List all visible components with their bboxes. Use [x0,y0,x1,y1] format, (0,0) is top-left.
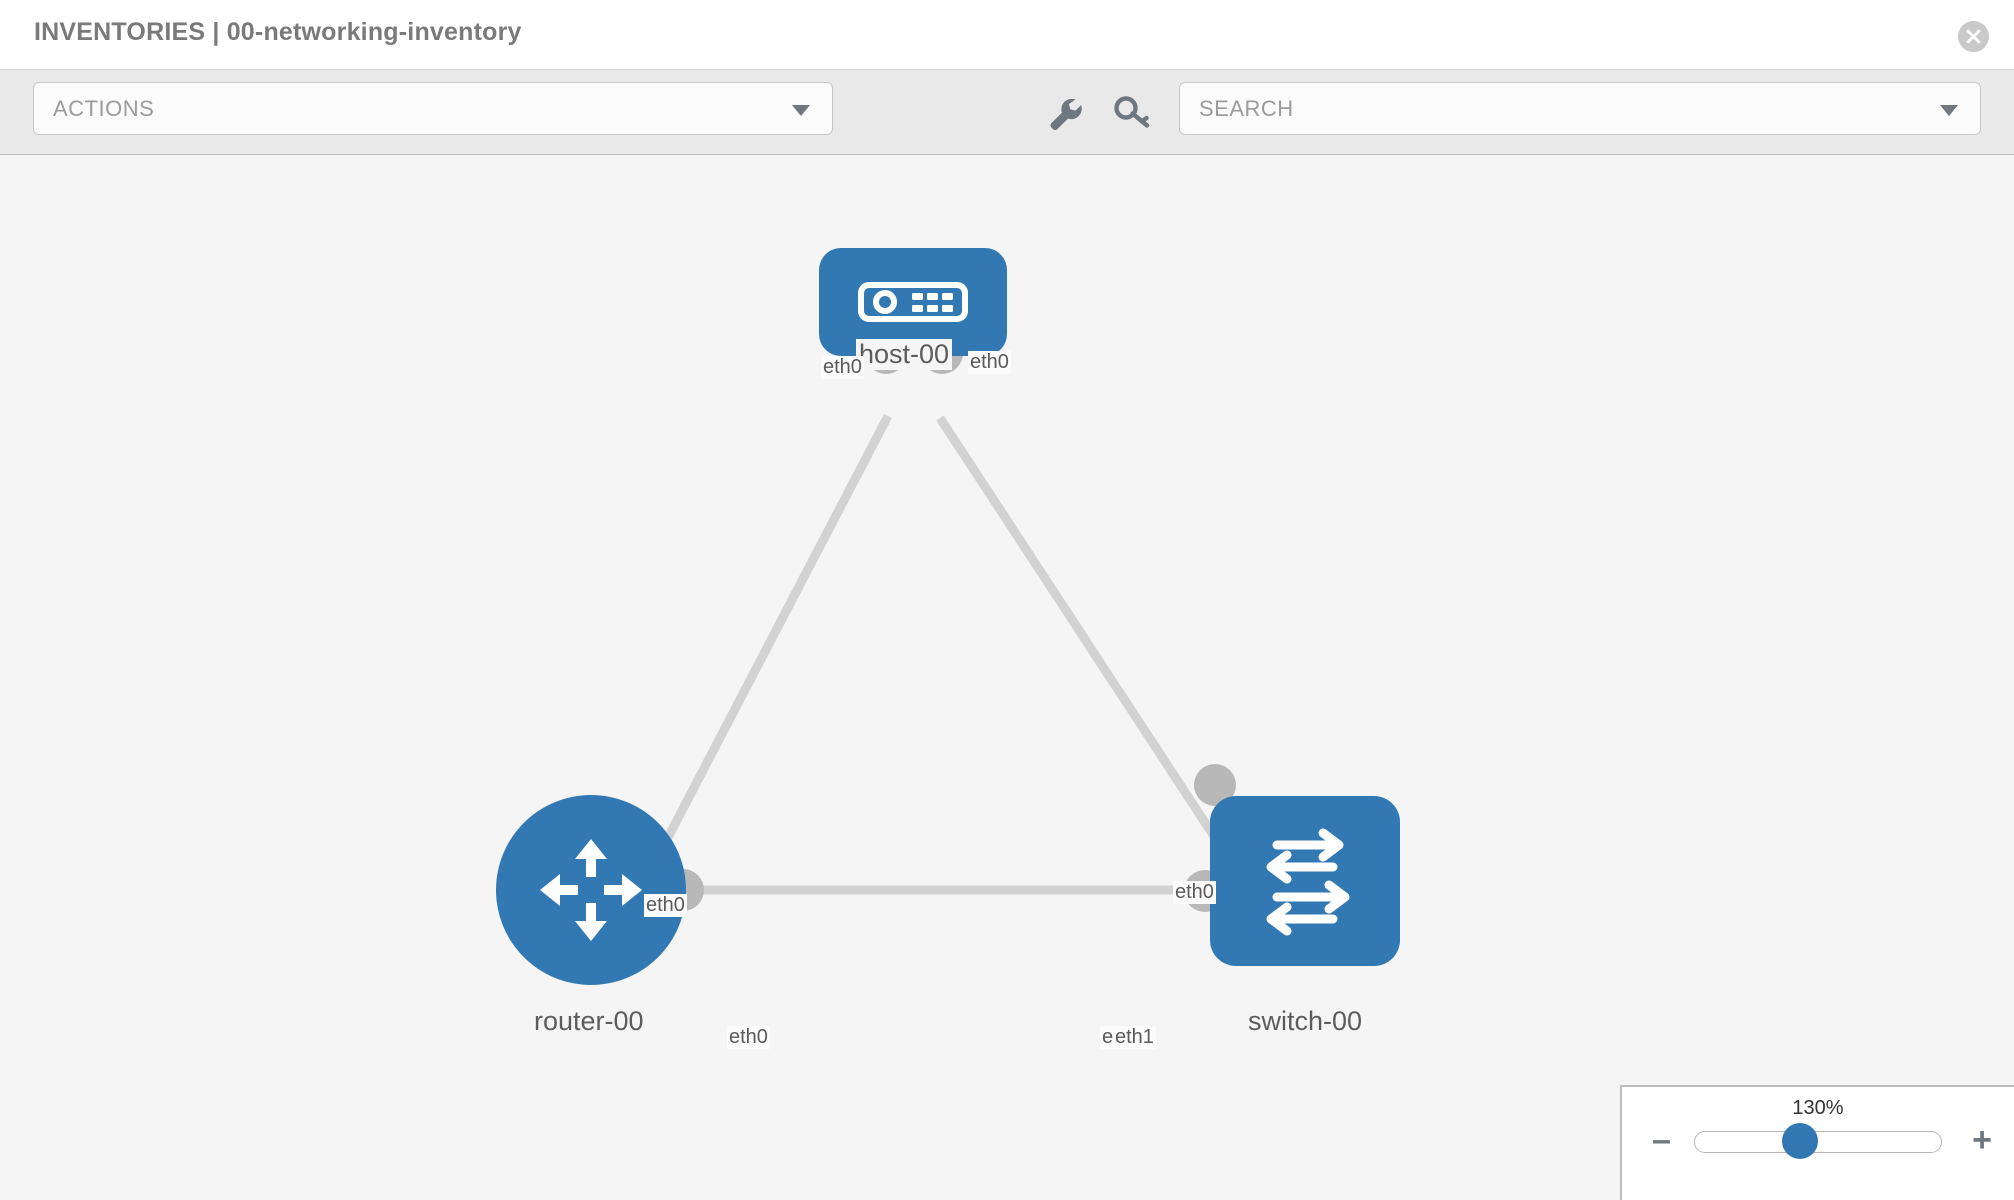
wrench-icon[interactable] [1043,92,1085,134]
close-x-glyph [1966,29,1981,44]
zoom-slider-track[interactable] [1694,1131,1942,1153]
wrench-glyph [1050,98,1082,131]
topology-links [636,413,1244,895]
search-placeholder: SEARCH [1199,96,1294,121]
toolbar: ACTIONS SEARCH [0,70,2014,155]
actions-dropdown[interactable]: ACTIONS [33,82,833,135]
iface-label-switch-uplink: eth0 [1173,881,1216,904]
iface-label-router-uplink: eth0 [644,894,687,917]
zoom-control-panel: 130% – + [1620,1085,2014,1200]
key-glyph [1114,96,1150,128]
link-host-switch [936,415,1244,879]
node-label-switch-00: switch-00 [1245,1006,1366,1037]
link-router-host [636,413,892,894]
page-title: INVENTORIES | 00-networking-inventory [34,18,522,46]
page-header: INVENTORIES | 00-networking-inventory [0,0,2014,70]
zoom-level-label: 130% [1792,1097,1844,1119]
key-icon[interactable] [1112,92,1154,134]
node-switch-00[interactable] [1184,764,1400,966]
close-icon[interactable] [1958,21,1989,52]
host-node-shape [819,248,1007,356]
switch-arrows-icon [1266,828,1350,936]
switch-node-shape [1210,796,1400,966]
chevron-down-icon [792,105,810,116]
actions-dropdown-label: ACTIONS [53,96,155,121]
iface-label-router-eth0: eth0 [727,1026,770,1049]
iface-label-host-eth0-left: eth0 [821,356,864,379]
iface-label-host-eth0-right: eth0 [968,351,1011,374]
server-icon [858,282,968,322]
router-arrows-icon [540,839,642,941]
node-label-host-00: host-00 [856,339,953,370]
zoom-slider-thumb[interactable] [1782,1123,1818,1159]
minus-icon[interactable]: – [1652,1121,1671,1159]
chevron-down-icon[interactable] [1940,105,1958,116]
router-node-shape [496,795,686,985]
plus-icon[interactable]: + [1972,1121,1992,1159]
iface-label-switch-eth1: eth1 [1113,1026,1156,1049]
node-router-00[interactable] [496,795,704,985]
topology-canvas[interactable]: host-00 eth0 eth0 router-00 eth0 eth0 [0,156,2014,1200]
search-input[interactable]: SEARCH [1179,82,1981,135]
node-label-router-00: router-00 [531,1006,647,1037]
